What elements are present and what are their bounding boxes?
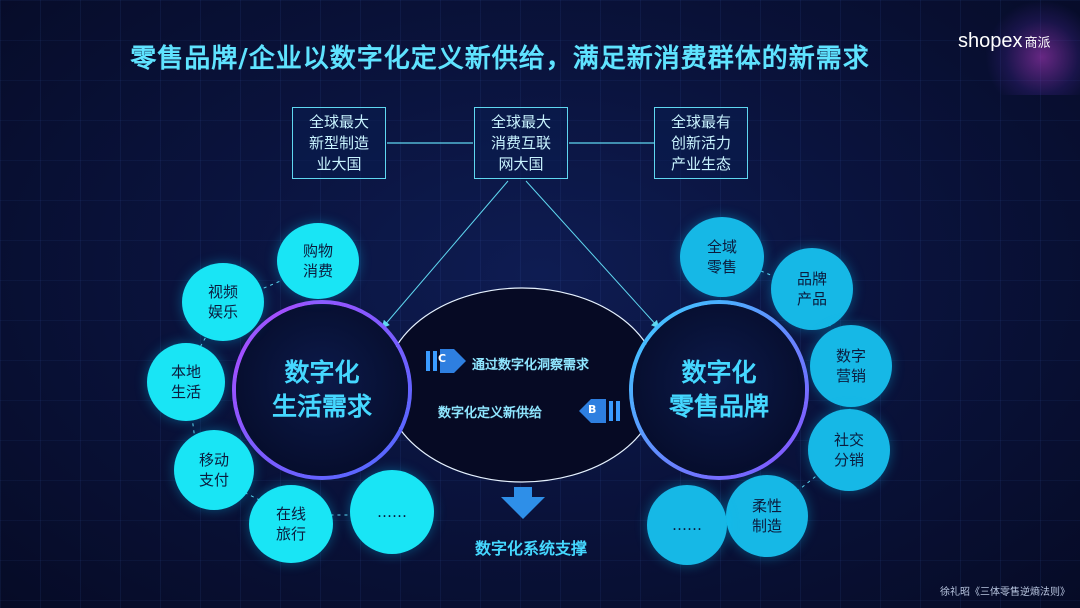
bubble-line: 产品: [796, 290, 827, 308]
system-support-label: 数字化系统支撑: [474, 539, 587, 558]
down-arrow-shape: [501, 487, 545, 519]
bubble-line: 生活: [170, 383, 201, 401]
logo-brand: shopex: [958, 30, 1023, 52]
bubble-line: ……: [672, 516, 702, 534]
top-box-line: 创新活力: [670, 133, 731, 152]
top-box-line: 产业生态: [670, 154, 731, 173]
top-box-line: 业大国: [316, 154, 362, 173]
bubble-flexible-manufacturing: 柔性制造: [726, 475, 808, 557]
bubble-line: 视频: [207, 283, 238, 301]
top-box-internet: 全球最大消费互联网大国: [474, 107, 568, 179]
arrow-b-shape: [579, 399, 620, 423]
bubble-line: 分销: [833, 451, 864, 469]
center-ellipse: [384, 287, 660, 483]
bubble-line: 购物: [302, 242, 333, 260]
bubble-line: ……: [377, 503, 407, 521]
top-box-line: 新型制造: [308, 133, 369, 152]
top-box-line: 全球最大: [308, 112, 369, 131]
bubble-shopping: 购物消费: [277, 223, 359, 299]
left-hub-digital-life-demand: 数字化生活需求: [236, 304, 408, 476]
top-box-ecosystem: 全球最有创新活力产业生态: [654, 107, 748, 179]
right-hub-ring: [629, 300, 809, 480]
bubble-line: 消费: [302, 262, 333, 280]
bubble-local-life: 本地生活: [147, 343, 225, 421]
source-credit: 徐礼昭《三体零售逆熵法则》: [940, 587, 1070, 598]
right-hub-digital-retail-brand: 数字化零售品牌: [633, 304, 805, 476]
arrow-c-letter: C: [438, 352, 447, 365]
bubble-video: 视频娱乐: [182, 263, 264, 341]
arrow-b-label: 数字化定义新供给: [438, 406, 543, 421]
logo-glow: [985, 0, 1080, 95]
bubble-omni-retail: 全域零售: [680, 217, 764, 297]
page-title: 零售品牌/企业以数字化定义新供给，满足新消费群体的新需求: [130, 44, 870, 74]
top-box-line: 全球最有: [670, 112, 731, 131]
bubble-digital-marketing: 数字营销: [810, 325, 892, 407]
arrow-b-letter: B: [588, 403, 597, 416]
bubble-line: 娱乐: [207, 303, 238, 321]
logo-cn: 商派: [1024, 35, 1051, 50]
hub-line: 数字化: [681, 358, 757, 387]
bubble-line: 零售: [706, 258, 737, 276]
bubble-line: 旅行: [275, 525, 306, 543]
bubble-line: 社交: [833, 431, 864, 449]
arrow-c-shape: [426, 349, 466, 373]
top-box-line: 消费互联: [490, 133, 551, 152]
bubble-line: 支付: [198, 471, 229, 489]
arrow-to-right-hub: [525, 180, 660, 329]
bubble-line: 制造: [751, 517, 782, 535]
bubble-mobile-pay: 移动支付: [174, 430, 254, 510]
top-box-line: 全球最大: [490, 112, 551, 131]
bubble-travel: 在线旅行: [249, 485, 333, 563]
bubble-line: 移动: [198, 451, 229, 469]
bubble-social-distribution: 社交分销: [808, 409, 890, 491]
bubble-line: 全域: [706, 238, 737, 256]
hub-line: 零售品牌: [668, 392, 769, 421]
arrow-c-label: 通过数字化洞察需求: [472, 358, 590, 373]
hub-line: 生活需求: [271, 392, 372, 421]
bubble-more-right: ……: [647, 485, 727, 565]
bubble-line: 柔性: [751, 497, 782, 515]
left-hub-ring: [232, 300, 412, 480]
top-box-line: 网大国: [498, 154, 544, 173]
bubble-line: 在线: [275, 505, 306, 523]
bubble-line: 数字: [835, 347, 866, 365]
bubble-line: 营销: [835, 367, 866, 385]
bubble-line: 本地: [170, 363, 201, 381]
bubble-brand-product: 品牌产品: [771, 248, 853, 330]
bubble-more-left: ……: [350, 470, 434, 554]
top-box-manufacturing: 全球最大新型制造业大国: [292, 107, 386, 179]
bubble-line: 品牌: [796, 270, 827, 288]
arrow-to-left-hub: [381, 180, 509, 329]
hub-line: 数字化: [284, 358, 360, 387]
